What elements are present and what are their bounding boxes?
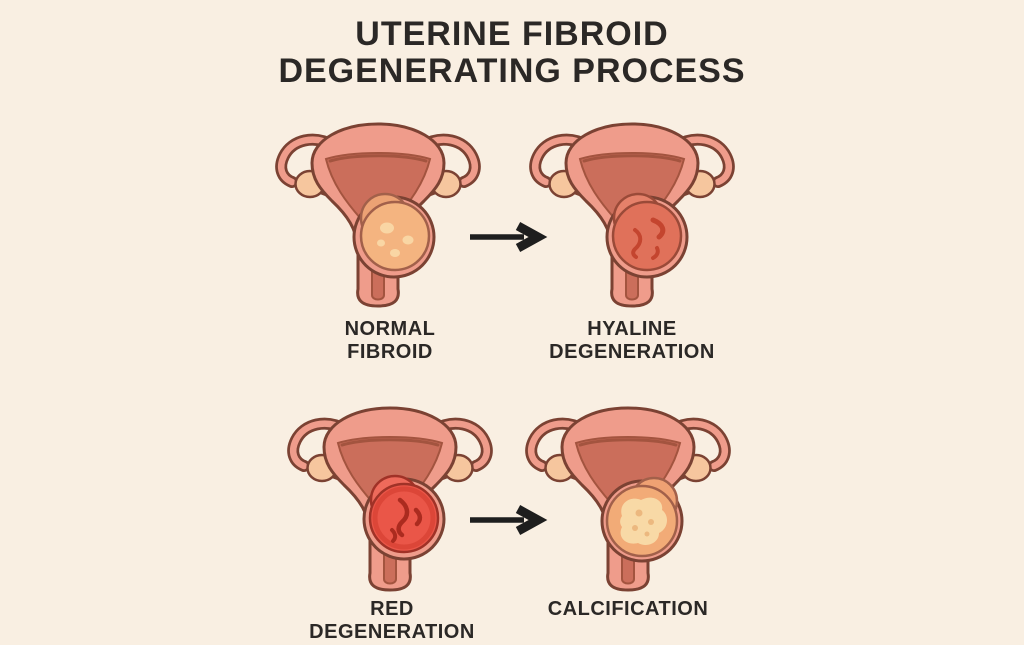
uterus-illustration-normal-fibroid [258, 112, 498, 308]
arrow-right-icon [470, 505, 548, 535]
fibroid-normal [352, 192, 436, 279]
diagram-title: UTERINE FIBROID DEGENERATING PROCESS [278, 15, 746, 91]
panel-label-hyaline-degeneration: HYALINE DEGENERATION [549, 318, 715, 363]
panel-label-normal-fibroid: NORMAL FIBROID [344, 318, 436, 363]
uterus-illustration-red-degeneration [270, 396, 510, 592]
uterus-illustration-calcification [508, 396, 748, 592]
fibroid-hyaline [605, 192, 689, 279]
fibroid-calcified [600, 476, 684, 563]
uterus-illustration-hyaline-degeneration [512, 112, 752, 308]
panel-label-red-degeneration: RED DEGENERATION [309, 598, 475, 643]
arrow-right-icon [470, 222, 548, 252]
panel-label-calcification: CALCIFICATION [547, 598, 709, 620]
fibroid-red [362, 474, 446, 561]
